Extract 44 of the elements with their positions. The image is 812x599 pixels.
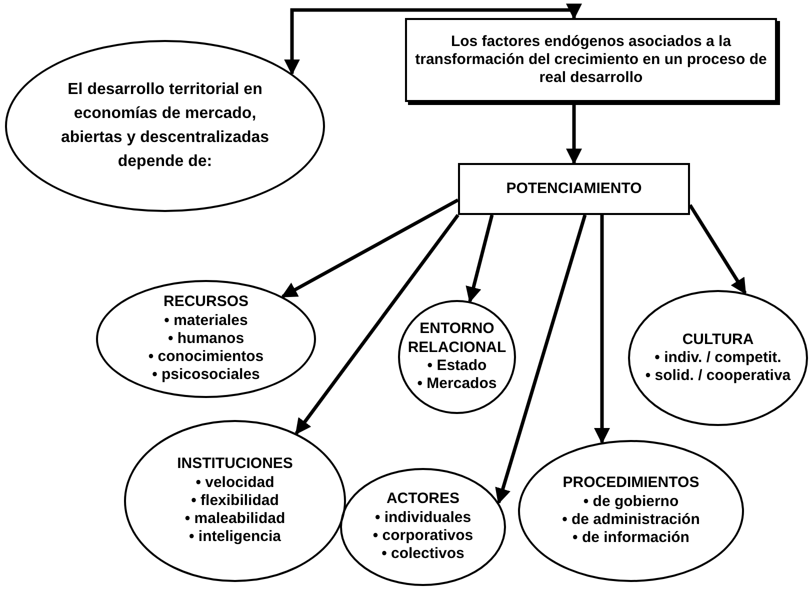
node-text: Los factores endógenos asociados a la transformación del crecimiento en un proceso de real desarrollo bbox=[414, 32, 768, 88]
text-box bbox=[458, 163, 690, 215]
bullet-item: • de administración bbox=[562, 511, 700, 530]
node-heading: CULTURA bbox=[682, 330, 754, 349]
ellipse-node bbox=[5, 40, 325, 212]
arrow bbox=[688, 204, 747, 295]
bullet-item: • flexibilidad bbox=[191, 492, 279, 510]
bullet-item: • corporativos bbox=[372, 527, 474, 546]
node-heading: ENTORNO RELACIONAL bbox=[406, 320, 508, 357]
node-heading: ACTORES bbox=[386, 490, 460, 509]
ellipse-node bbox=[96, 280, 316, 398]
bullet-item: • inteligencia bbox=[189, 528, 281, 547]
bullet-item: • psicosociales bbox=[152, 366, 260, 385]
arrow bbox=[566, 102, 582, 165]
node-heading: PROCEDIMIENTOS bbox=[562, 474, 700, 493]
arrow bbox=[495, 214, 587, 504]
ellipse-node bbox=[124, 420, 346, 582]
bullet-item: • materiales bbox=[164, 312, 248, 330]
text-box bbox=[405, 18, 777, 102]
bullet-item: • conocimientos bbox=[148, 348, 264, 366]
ellipse-node bbox=[628, 290, 808, 426]
bullet-item: • colectivos bbox=[382, 545, 464, 564]
node-text: POTENCIAMIENTO bbox=[506, 180, 642, 198]
bullet-item: • de información bbox=[572, 529, 690, 548]
arrow bbox=[294, 214, 460, 435]
bullet-item: • velocidad bbox=[196, 474, 274, 492]
bullet-item: • individuales bbox=[374, 508, 472, 527]
ellipse-node bbox=[340, 468, 506, 586]
arrow bbox=[284, 4, 582, 76]
node-heading: RECURSOS bbox=[163, 293, 248, 312]
arrow bbox=[281, 198, 459, 298]
node-heading: INSTITUCIONES bbox=[177, 455, 293, 474]
arrow bbox=[594, 215, 610, 444]
bullet-item: • indiv. / competit. bbox=[654, 348, 782, 368]
bullet-item: • maleabilidad bbox=[184, 510, 286, 528]
bullet-item: • de gobierno bbox=[583, 492, 679, 511]
ellipse-node bbox=[518, 440, 744, 582]
arrow bbox=[466, 214, 494, 303]
bullet-item: • Estado bbox=[427, 357, 487, 376]
ellipse-node bbox=[398, 300, 516, 414]
bullet-item: • humanos bbox=[168, 330, 244, 348]
node-text: El desarrollo territorial en economías de mercado, abiertas y descentralizadas depende de: bbox=[60, 80, 270, 172]
bullet-item: • Mercados bbox=[417, 375, 497, 394]
bullet-item: • solid. / cooperativa bbox=[645, 367, 791, 386]
